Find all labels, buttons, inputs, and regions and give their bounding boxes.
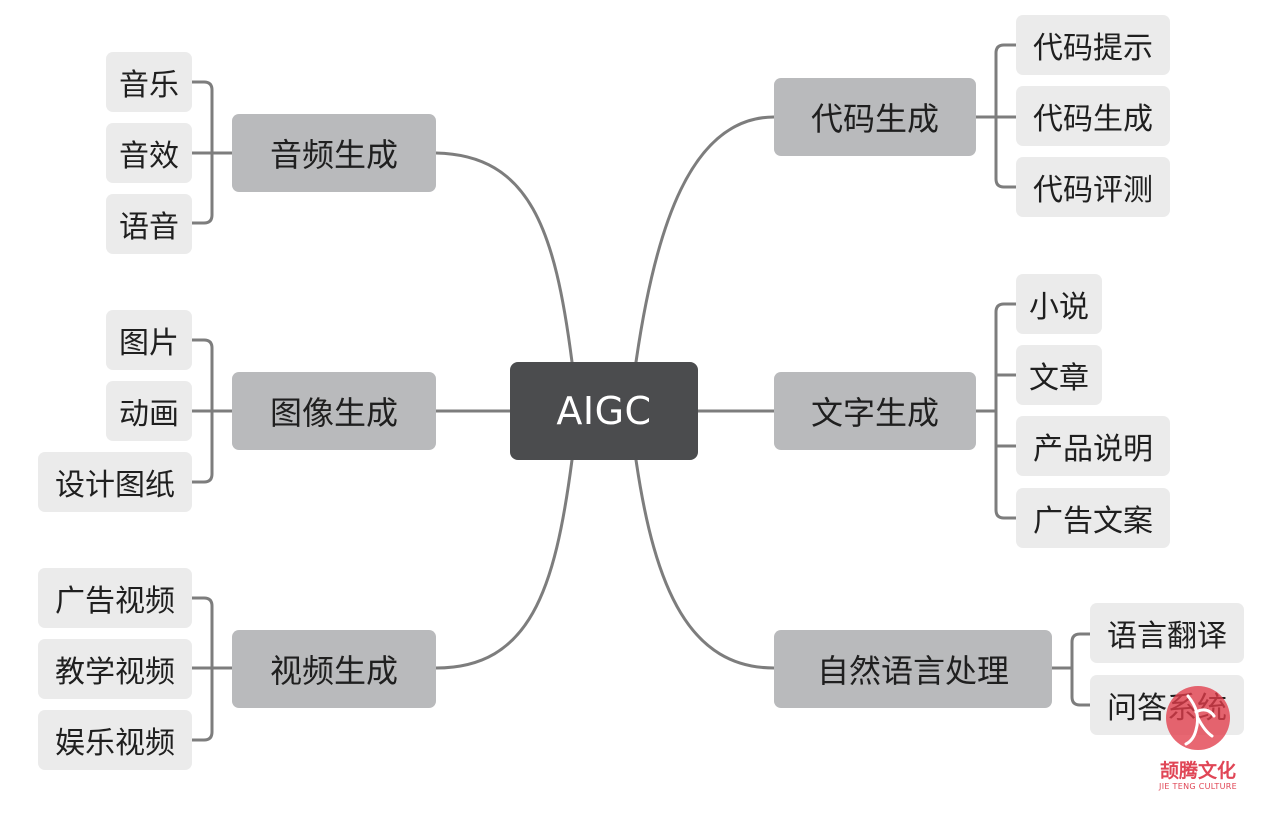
leaf-voice[interactable]: 语音 bbox=[106, 194, 192, 254]
leaf-animation[interactable]: 动画 bbox=[106, 381, 192, 441]
leaf-article[interactable]: 文章 bbox=[1016, 345, 1102, 405]
branch-nlp[interactable]: 自然语言处理 bbox=[774, 630, 1052, 708]
link-root-audio bbox=[434, 151, 574, 364]
leaf-design-drawing[interactable]: 设计图纸 bbox=[38, 452, 192, 512]
watermark-logo-icon bbox=[1166, 686, 1230, 750]
branch-audio[interactable]: 音频生成 bbox=[232, 114, 436, 192]
watermark-name-cn: 颉腾文化 bbox=[1159, 760, 1236, 782]
root-node[interactable]: AIGC bbox=[510, 362, 698, 460]
leaf-novel[interactable]: 小说 bbox=[1016, 274, 1102, 334]
watermark-name-en: JIE TENG CULTURE bbox=[1159, 782, 1237, 791]
branch-video[interactable]: 视频生成 bbox=[232, 630, 436, 708]
leaf-picture[interactable]: 图片 bbox=[106, 310, 192, 370]
leaf-translation[interactable]: 语言翻译 bbox=[1090, 603, 1244, 663]
branch-code[interactable]: 代码生成 bbox=[774, 78, 976, 156]
leaf-code-generation[interactable]: 代码生成 bbox=[1016, 86, 1170, 146]
leaf-music[interactable]: 音乐 bbox=[106, 52, 192, 112]
branch-text[interactable]: 文字生成 bbox=[774, 372, 976, 450]
leaf-entertainment-video[interactable]: 娱乐视频 bbox=[38, 710, 192, 770]
bracket-text bbox=[974, 302, 1018, 520]
leaf-ad-video[interactable]: 广告视频 bbox=[38, 568, 192, 628]
link-root-nlp bbox=[634, 458, 776, 670]
bracket-code bbox=[974, 43, 1018, 189]
leaf-product-description[interactable]: 产品说明 bbox=[1016, 416, 1170, 476]
leaf-code-hint[interactable]: 代码提示 bbox=[1016, 15, 1170, 75]
bracket-video bbox=[190, 596, 234, 742]
bracket-audio bbox=[190, 80, 234, 225]
link-root-code bbox=[634, 115, 776, 364]
branch-image[interactable]: 图像生成 bbox=[232, 372, 436, 450]
bracket-nlp bbox=[1050, 632, 1092, 707]
link-root-video bbox=[434, 458, 574, 670]
leaf-sound-effect[interactable]: 音效 bbox=[106, 123, 192, 183]
bracket-image bbox=[190, 338, 234, 484]
leaf-code-review[interactable]: 代码评测 bbox=[1016, 157, 1170, 217]
leaf-ad-copy[interactable]: 广告文案 bbox=[1016, 488, 1170, 548]
leaf-teaching-video[interactable]: 教学视频 bbox=[38, 639, 192, 699]
